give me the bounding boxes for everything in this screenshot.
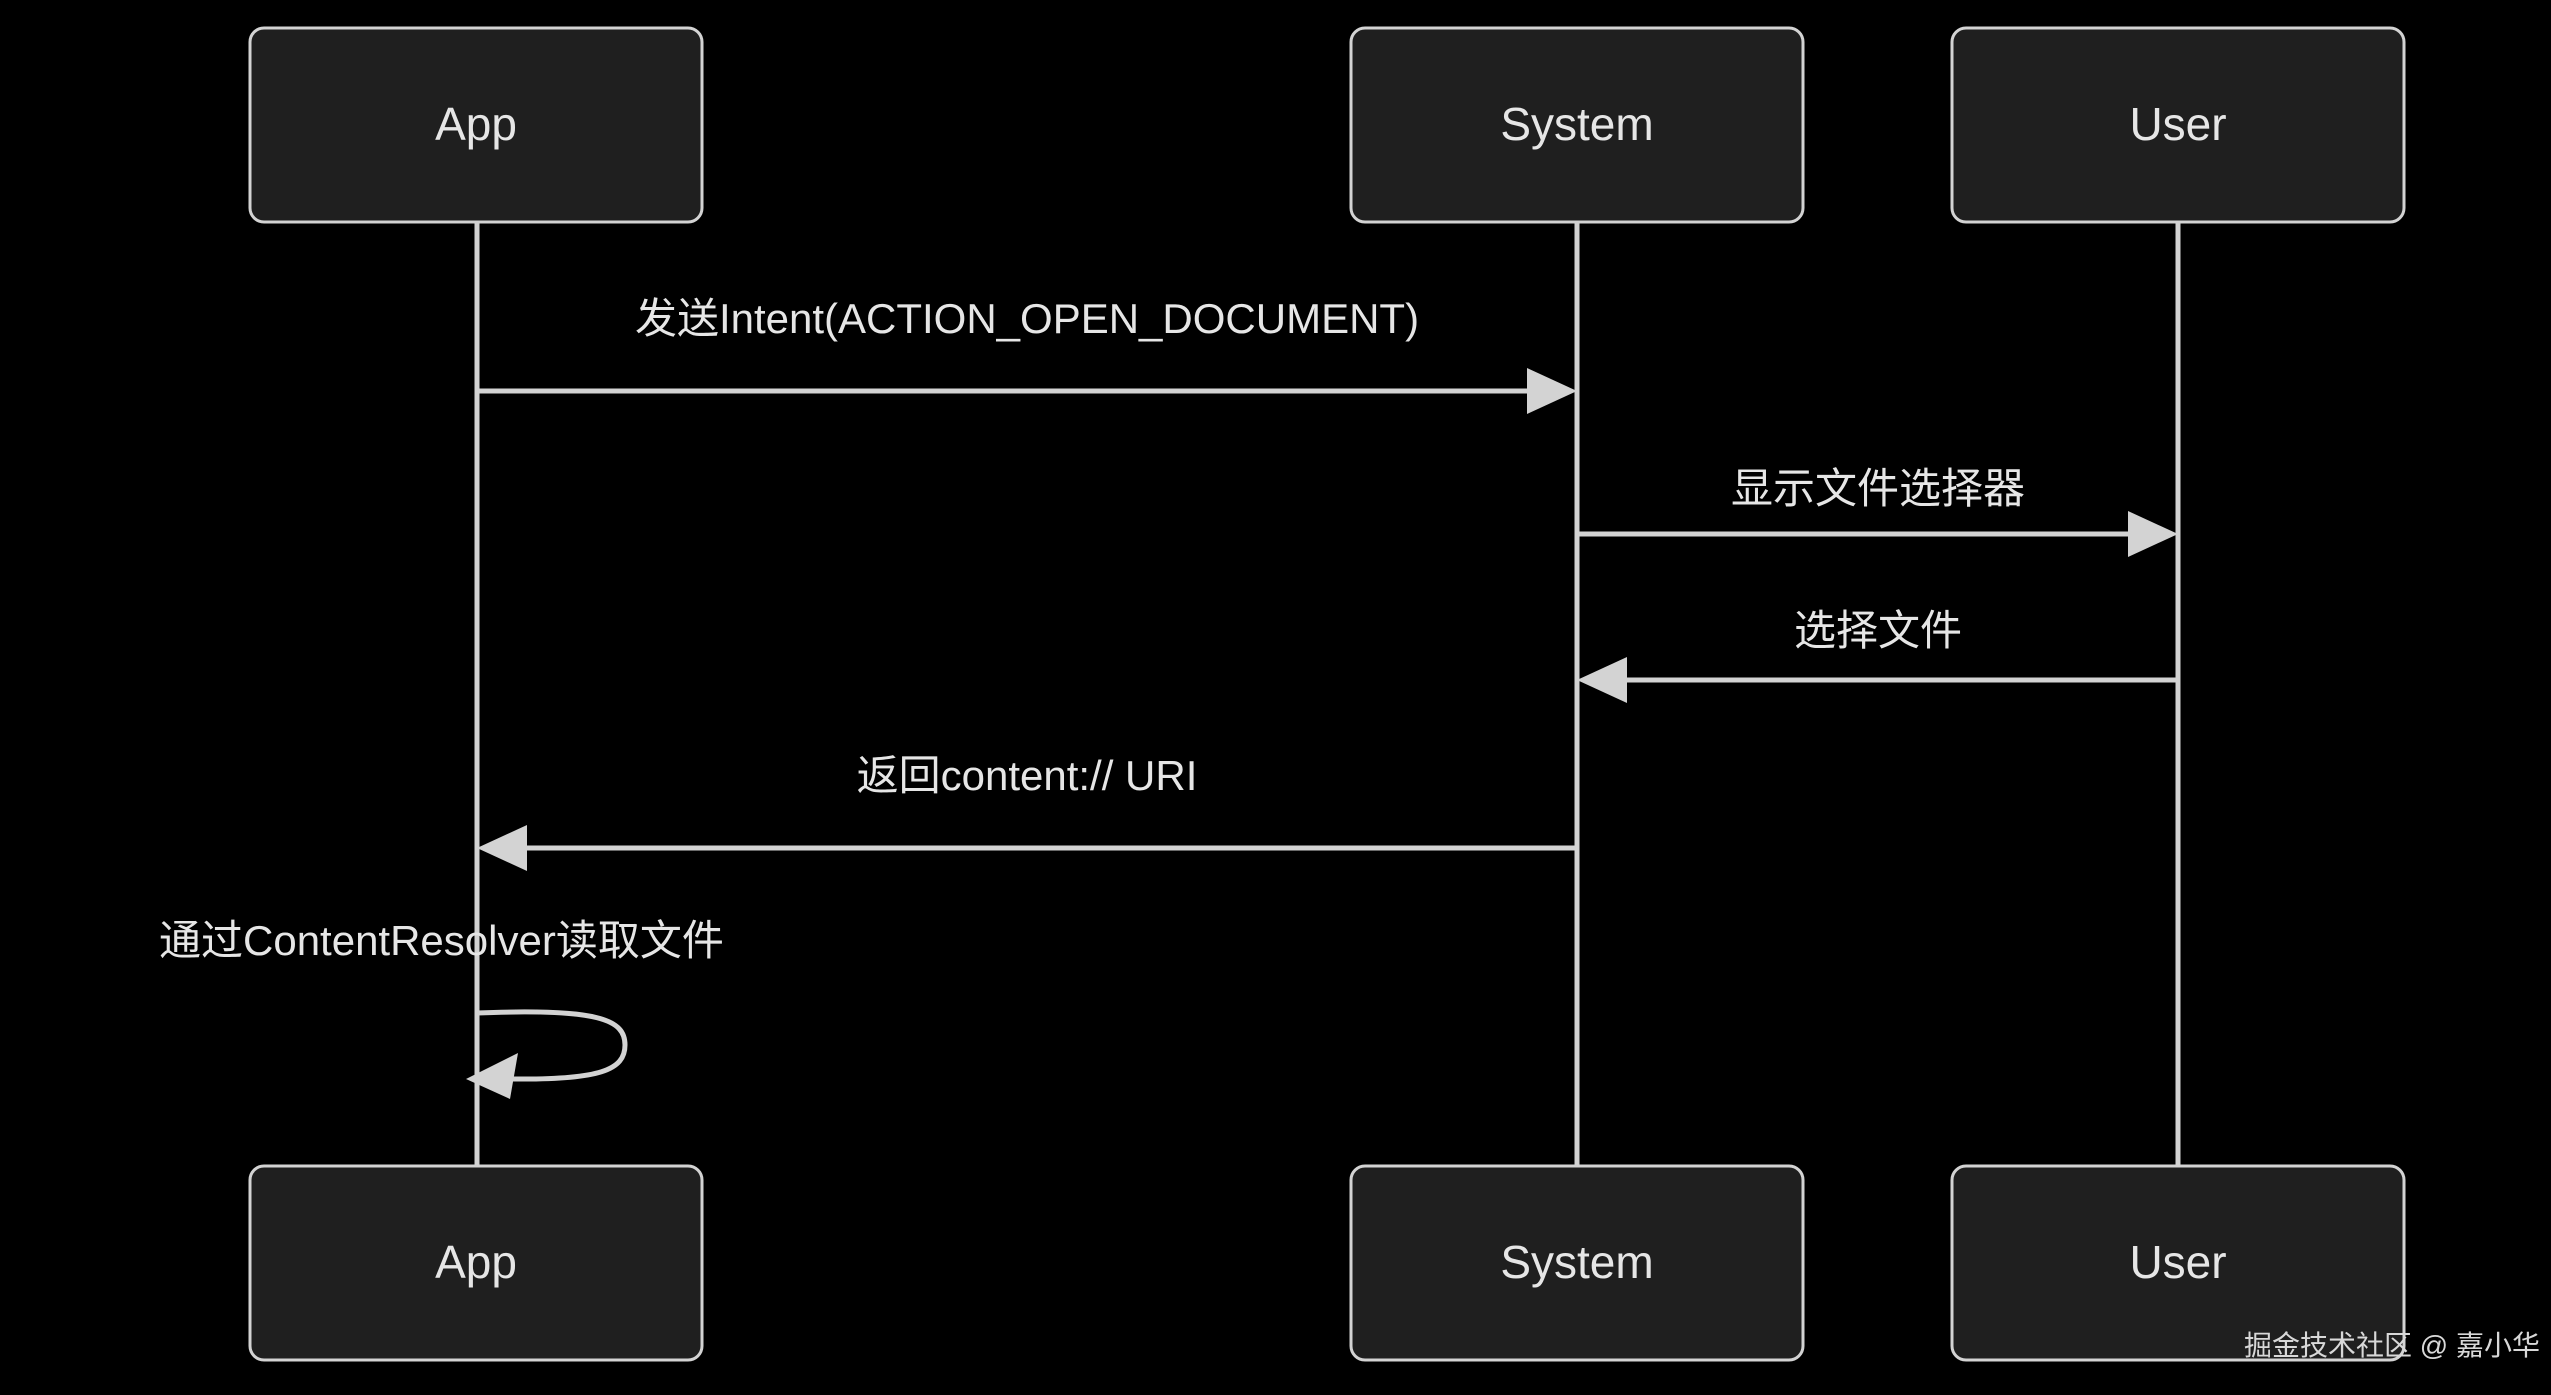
message-2-group[interactable]: 显示文件选择器	[1577, 465, 2178, 557]
message-1-group[interactable]: 发送Intent(ACTION_OPEN_DOCUMENT)	[477, 295, 1577, 414]
participant-box-system-top[interactable]: System	[1349, 26, 1805, 224]
participant-label-app-bottom: App	[435, 1236, 517, 1288]
message-5-label: 通过ContentResolver读取文件	[159, 917, 724, 964]
participant-box-rect	[1950, 26, 2406, 224]
message-4-group[interactable]: 返回content:// URI	[477, 752, 1577, 871]
participant-box-user-bottom[interactable]: User	[1950, 1164, 2406, 1362]
participant-box-system-bottom[interactable]: System	[1349, 1164, 1805, 1362]
message-3-label: 选择文件	[1794, 607, 1962, 654]
message-5-self-loop-path	[476, 1009, 628, 1082]
participant-box-rect	[248, 1164, 704, 1362]
participant-box-rect	[1349, 1164, 1805, 1362]
participant-label-app-top: App	[435, 98, 517, 150]
participant-box-rect	[1349, 26, 1805, 224]
message-3-arrowhead	[1577, 657, 1627, 703]
participant-box-user-top[interactable]: User	[1950, 26, 2406, 224]
message-4-arrowhead	[477, 825, 527, 871]
message-1-label: 发送Intent(ACTION_OPEN_DOCUMENT)	[635, 295, 1419, 342]
participant-label-user-bottom: User	[2129, 1236, 2226, 1288]
watermark-text: 掘金技术社区 @ 嘉小华	[2244, 1330, 2540, 1361]
participant-box-rect	[248, 26, 704, 224]
participant-label-system-top: System	[1500, 98, 1653, 150]
message-4-label: 返回content:// URI	[857, 752, 1198, 799]
message-5-arrowhead	[466, 1053, 518, 1099]
participant-label-user-top: User	[2129, 98, 2226, 150]
participant-box-app-bottom[interactable]: App	[248, 1164, 704, 1362]
participant-label-system-bottom: System	[1500, 1236, 1653, 1288]
message-5-group[interactable]: 通过ContentResolver读取文件	[159, 917, 724, 1099]
message-2-arrowhead	[2128, 511, 2178, 557]
lifelines-group	[474, 222, 2181, 1166]
participant-box-rect	[1950, 1164, 2406, 1362]
message-3-group[interactable]: 选择文件	[1577, 607, 2178, 703]
participant-box-app-top[interactable]: App	[248, 26, 704, 224]
message-1-arrowhead	[1527, 368, 1577, 414]
message-2-label: 显示文件选择器	[1731, 465, 2025, 512]
